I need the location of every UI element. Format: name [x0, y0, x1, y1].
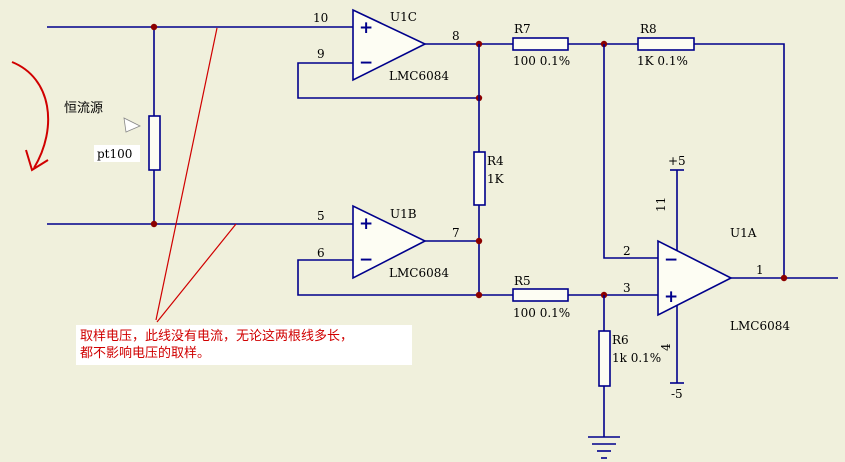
pin-1: 1: [756, 263, 764, 277]
annotation-line-2: 都不影响电压的取样。: [80, 345, 210, 361]
annotation-pointer: [156, 223, 237, 323]
annotation-line-1: 取样电压，此线没有电流，无论这两根线多长，: [80, 328, 353, 344]
pin-6: 6: [317, 246, 325, 260]
r6-value: 1k 0.1%: [612, 351, 661, 365]
r8-resistor: [637, 37, 695, 51]
junction-dot: [150, 220, 158, 228]
constant-current-label: 恒流源: [64, 101, 103, 116]
pin-5: 5: [317, 209, 325, 223]
junction-dot: [475, 291, 483, 299]
pin-11: 11: [654, 197, 668, 212]
r6-resistor: [598, 330, 611, 387]
r5-resistor: [512, 288, 569, 302]
pin-4: 4: [659, 343, 673, 351]
u1a-plus-sign: +: [664, 287, 678, 307]
u1c-label: U1C: [390, 10, 417, 24]
u1a-opamp: [657, 239, 733, 317]
inverting-input-wire: [603, 44, 658, 259]
ground-symbol: [588, 436, 620, 459]
u1c-opamp: [352, 8, 427, 82]
u1a-label: U1A: [730, 226, 757, 240]
pin-7: 7: [452, 226, 460, 240]
r5-value: 100 0.1%: [513, 306, 570, 320]
r7-name: R7: [514, 22, 531, 36]
u1c-feedback-wire: [297, 62, 479, 99]
junction-dot: [475, 237, 483, 245]
u1b-feedback-wire: [297, 259, 513, 296]
annotation-pointer: [155, 27, 218, 321]
r4-value: 1K: [487, 172, 505, 186]
u1a-minus-sign: −: [664, 250, 678, 270]
pin-3: 3: [623, 281, 631, 295]
u1b-part: LMC6084: [389, 266, 449, 280]
junction-dot: [780, 274, 788, 282]
pt100-label: pt100: [97, 147, 132, 161]
r8-name: R8: [640, 22, 657, 36]
u1c-part: LMC6084: [389, 69, 449, 83]
u1c-plus-sign: +: [359, 18, 373, 38]
r7-value: 100 0.1%: [513, 54, 570, 68]
r5-name: R5: [514, 274, 531, 288]
arrow-head: [25, 149, 49, 172]
r7-resistor: [512, 37, 569, 51]
u1b-opamp: [352, 204, 427, 280]
junction-dot: [150, 23, 158, 31]
r8-feedback-wire: [694, 43, 785, 278]
small-pointer-icon: [123, 117, 141, 133]
positive-supply-label: +5: [668, 154, 686, 168]
u1b-plus-sign: +: [359, 214, 373, 234]
constant-current-arrow: [11, 61, 50, 169]
negative-supply-label: -5: [671, 387, 683, 401]
pin-10: 10: [313, 11, 328, 25]
pt100-label-bg: [94, 145, 140, 162]
annotation-note-box: [76, 325, 412, 365]
pin-2: 2: [623, 244, 631, 258]
u1a-part: LMC6084: [730, 319, 790, 333]
r4-name: R4: [487, 154, 504, 168]
u1b-minus-sign: −: [359, 250, 373, 270]
pin-9: 9: [317, 47, 325, 61]
pin-8: 8: [452, 29, 460, 43]
u1c-minus-sign: −: [359, 53, 373, 73]
u1b-label: U1B: [390, 207, 417, 221]
r8-value: 1K 0.1%: [637, 54, 688, 68]
r6-name: R6: [612, 333, 629, 347]
pt100-resistor: [148, 115, 161, 171]
r4-resistor: [473, 151, 486, 206]
